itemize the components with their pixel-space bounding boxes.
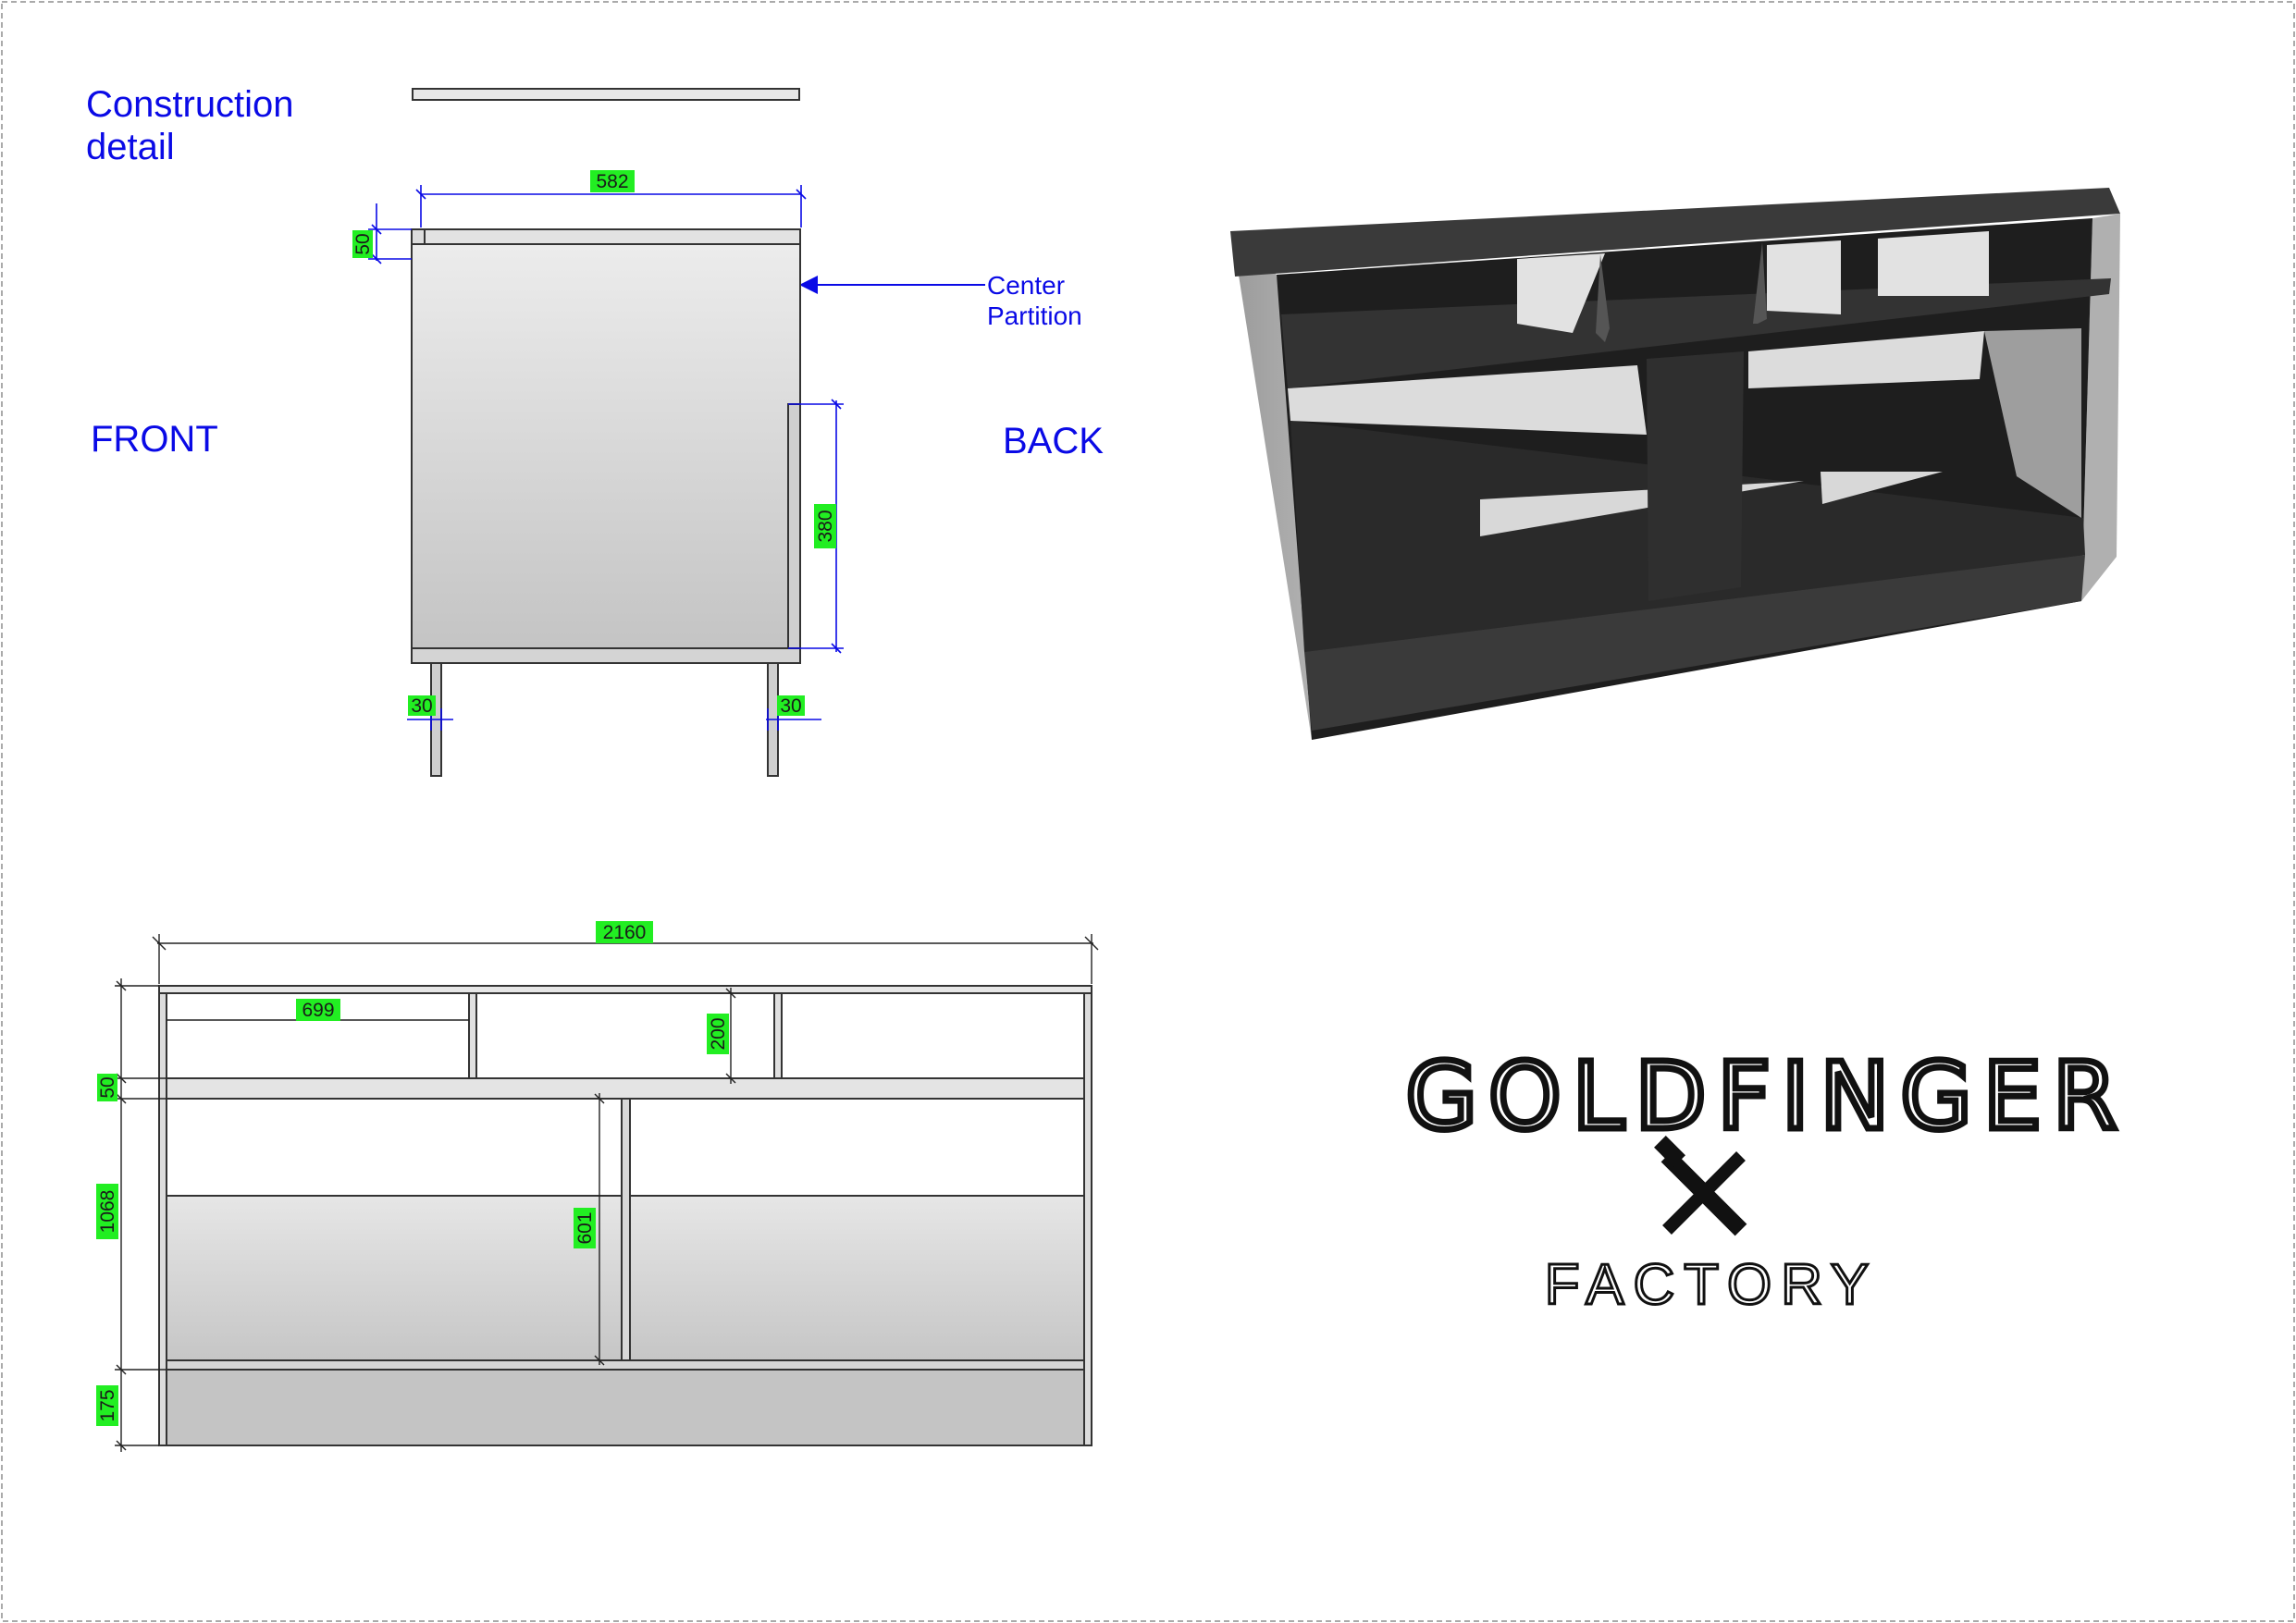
dim-699: 699 — [296, 999, 340, 1021]
svg-text:50: 50 — [97, 1076, 118, 1098]
dim-175: 175 — [96, 1385, 118, 1426]
dim-30-right: 30 — [777, 695, 805, 717]
svg-text:699: 699 — [302, 1000, 334, 1021]
dim-1068: 1068 — [96, 1184, 118, 1239]
dim-601: 601 — [574, 1208, 596, 1248]
svg-text:1068: 1068 — [97, 1190, 118, 1234]
svg-text:582: 582 — [596, 171, 628, 192]
svg-text:2160: 2160 — [603, 922, 647, 943]
front-label: FRONT — [91, 419, 218, 460]
cabinet-3d-render — [1230, 188, 2120, 740]
center-partition-label: Center — [987, 271, 1065, 300]
dim-582: 582 — [590, 170, 635, 192]
logo-brand: GOLDFINGER — [1406, 1042, 2129, 1150]
svg-text:380: 380 — [815, 510, 836, 542]
logo-sub: FACTORY — [1545, 1253, 1879, 1317]
svg-text:175: 175 — [97, 1389, 118, 1421]
svg-text:30: 30 — [780, 695, 801, 717]
svg-text:601: 601 — [574, 1211, 596, 1244]
construction-detail-title-2: detail — [86, 127, 175, 167]
svg-text:30: 30 — [411, 695, 432, 717]
dim-380: 380 — [814, 504, 836, 548]
dim-30-left: 30 — [408, 695, 436, 717]
construction-detail-title: Construction — [86, 84, 294, 125]
svg-text:50: 50 — [352, 233, 374, 254]
dim-50-top: 50 — [352, 230, 374, 258]
svg-text:200: 200 — [708, 1017, 729, 1050]
center-partition-label-2: Partition — [987, 301, 1082, 330]
dim-50-shelf: 50 — [97, 1074, 118, 1101]
hammer-saw-icon — [1654, 1136, 1747, 1236]
dim-200: 200 — [707, 1014, 729, 1054]
dim-2160: 2160 — [596, 921, 653, 943]
goldfinger-logo: GOLDFINGER FACTORY — [1402, 1039, 2129, 1319]
front-elevation — [158, 985, 1092, 1446]
back-label: BACK — [1003, 421, 1104, 461]
